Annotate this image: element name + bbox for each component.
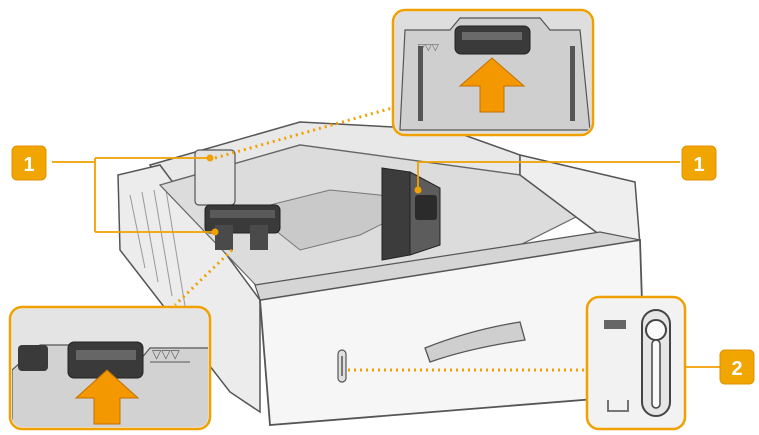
callout-2-label: 2 [731,358,742,380]
inset-rear-guide-closeup: ▽▽▽ [391,8,595,137]
callout-1-right-dot [414,186,422,194]
callout-badge-2: 2 [719,349,755,385]
drawer-left-wall [117,164,261,414]
inset-paper-level-closeup [585,295,687,431]
leader-top-inset [214,106,393,160]
paper-drawer [117,121,646,426]
paper-level-gauge-top [645,319,667,341]
front-panel-lip [254,231,641,301]
leader-bottom-inset [173,248,234,307]
callout-badge-1-left: 1 [11,145,47,181]
inset-front-guide-closeup: ▽▽▽ [8,305,212,431]
arrow-up-top-inset [458,57,526,113]
callout-1-left-bracket [52,157,215,233]
inset-top-limit-mark: ▽▽▽ [418,42,439,52]
callout-1-left-label: 1 [23,154,34,176]
inset-bottom-limit-mark: ▽▽▽ [152,347,180,361]
callout-1-right-label: 1 [693,154,704,176]
dotted-leaders [173,106,585,372]
drawer-handle [424,321,526,363]
callout-badge-1-right: 1 [681,145,717,181]
callout-1-right-line [417,161,680,190]
callout-1-left-dot-b [211,228,219,236]
callout-1-left-dot-a [206,154,214,162]
arrow-up-bottom-inset [74,369,140,425]
front-paper-guide [204,204,281,250]
